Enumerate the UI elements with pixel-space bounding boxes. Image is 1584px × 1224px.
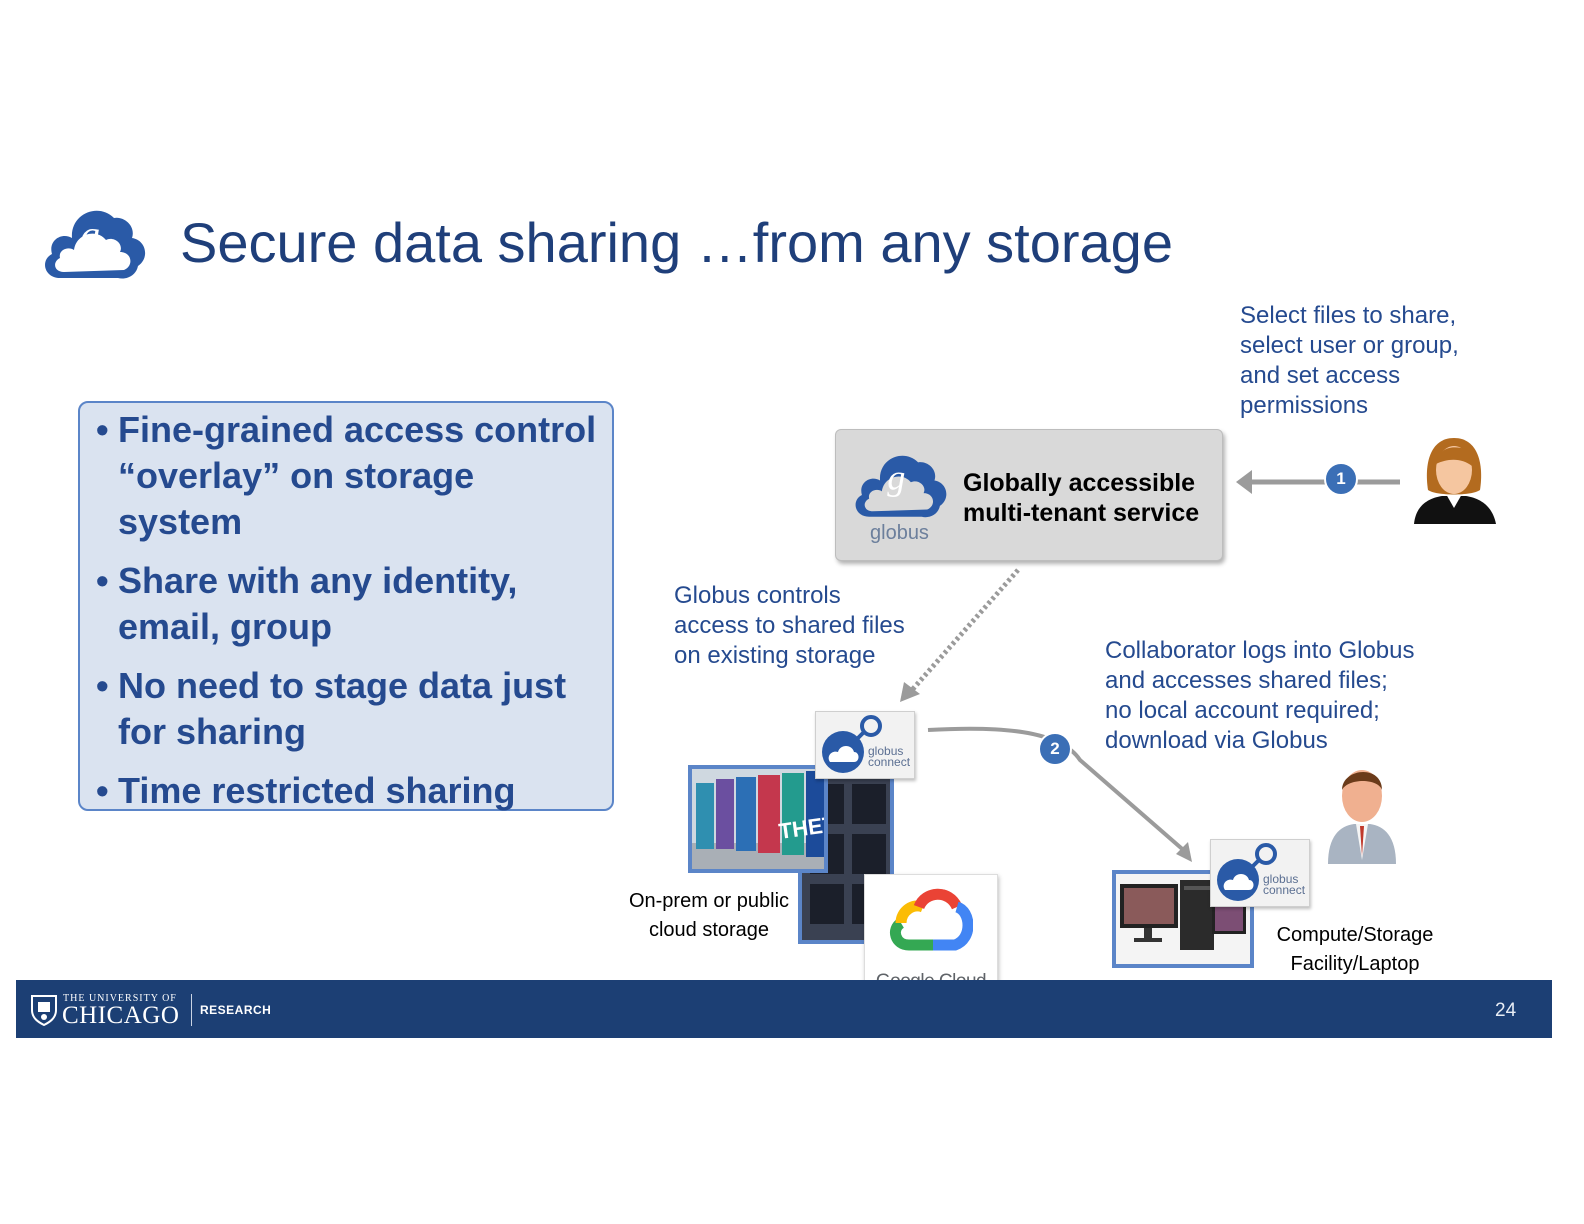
globus-service-box: g globus Globally accessible multi-tenan…	[835, 429, 1223, 561]
globus-logo-icon: g	[855, 455, 947, 518]
service-label: Globally accessible multi-tenant service	[963, 469, 1200, 527]
globus-connect-icon	[1217, 843, 1277, 901]
feature-list: •Fine-grained access control “overlay” o…	[96, 407, 604, 827]
arrow-head-icon	[1176, 842, 1192, 862]
list-item: •Time restricted sharing	[96, 768, 604, 814]
arrow-head-icon	[900, 682, 920, 702]
workstation-icon	[1120, 880, 1246, 950]
list-item: •Fine-grained access control “overlay” o…	[96, 407, 604, 545]
globus-controls-note: Globus controls access to shared files o…	[674, 582, 905, 669]
collaborator-note: Collaborator logs into Globus and access…	[1105, 637, 1415, 754]
globus-wordmark: globus	[870, 522, 929, 544]
bullet-icon: •	[96, 560, 109, 601]
step-1-badge: 1	[1324, 462, 1358, 496]
svg-text:g: g	[887, 458, 905, 498]
gc-word-connect: connect	[868, 755, 911, 769]
control-arrow	[910, 568, 1020, 692]
department-label: RESEARCH	[200, 1003, 272, 1017]
bullet-text: No need to stage data just for sharing	[118, 665, 567, 752]
supercomputer-icon: THETA	[692, 769, 824, 869]
onprem-label: On-prem or public cloud storage	[628, 890, 790, 941]
globus-logo-icon: g	[45, 210, 146, 279]
features-box: •Fine-grained access control “overlay” o…	[78, 401, 614, 811]
user-woman-icon	[1414, 438, 1496, 524]
bullet-text: Fine-grained access control “overlay” on…	[118, 409, 597, 542]
globus-connect-icon	[822, 715, 882, 773]
footer-divider	[191, 994, 192, 1026]
bullet-text: Share with any identity, email, group	[118, 560, 518, 647]
page-title: Secure data sharing …from any storage	[180, 211, 1173, 274]
gc-word-globus: globus	[868, 744, 904, 758]
footer-bar: THE UNIVERSITY OF CHICAGO RESEARCH 24	[16, 980, 1552, 1038]
arrow-head-icon	[1236, 470, 1252, 494]
bullet-icon: •	[96, 665, 109, 706]
university-small-text: THE UNIVERSITY OF	[63, 993, 177, 1004]
compute-label: Compute/Storage Facility/Laptop	[1276, 924, 1434, 975]
step-2-badge: 2	[1038, 732, 1072, 766]
bullet-icon: •	[96, 409, 109, 450]
bullet-icon: •	[96, 770, 109, 811]
theta-supercomputer-image: THETA	[688, 765, 828, 873]
university-crest-icon	[31, 995, 57, 1026]
university-name: CHICAGO	[62, 1002, 180, 1029]
bullet-text: Time restricted sharing	[118, 770, 516, 811]
globus-connect-tile: globus connect	[1210, 839, 1310, 907]
page-number: 24	[1495, 1000, 1517, 1021]
gc-word-globus: globus	[1263, 872, 1299, 886]
list-item: •Share with any identity, email, group	[96, 558, 604, 650]
globus-connect-tile: globus connect	[815, 711, 915, 779]
collaborator-icon	[1328, 770, 1396, 864]
gc-word-connect: connect	[1263, 883, 1306, 897]
select-files-note: Select files to share, select user or gr…	[1240, 302, 1459, 419]
svg-text:g: g	[80, 212, 100, 257]
google-cloud-icon	[890, 888, 973, 951]
list-item: •No need to stage data just for sharing	[96, 663, 604, 755]
